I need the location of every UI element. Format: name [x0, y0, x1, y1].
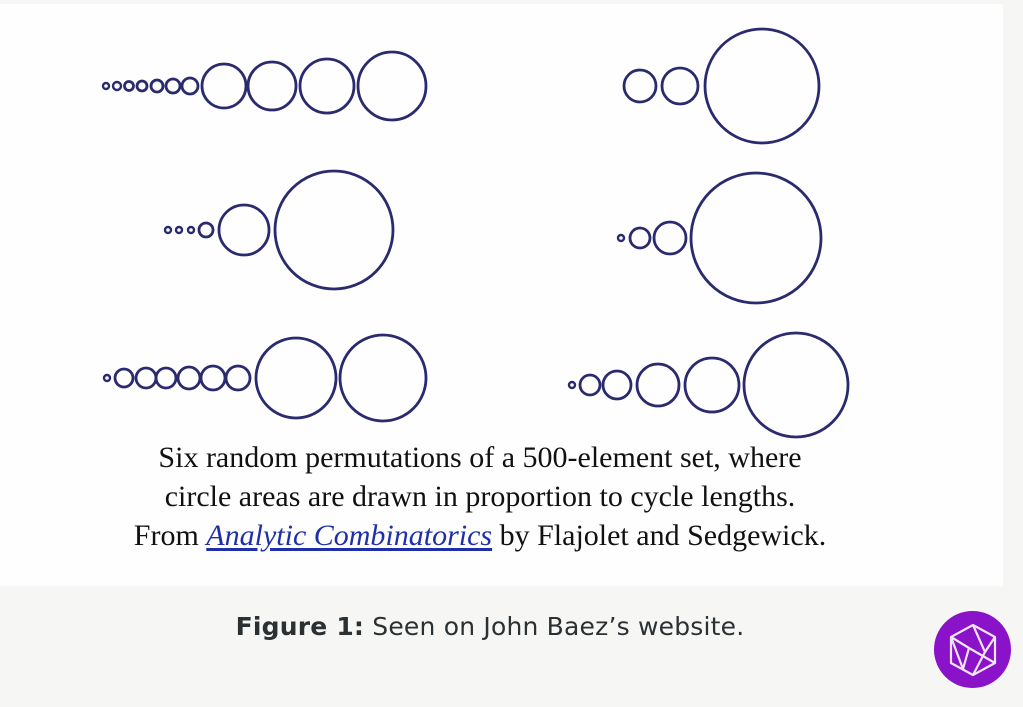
cycle-circle — [601, 369, 633, 401]
cycle-circle — [224, 364, 252, 392]
permutation-2-left — [163, 169, 395, 291]
figure-panel — [0, 4, 1003, 586]
cycle-circle — [246, 60, 298, 112]
cycle-circle — [578, 373, 602, 397]
cycle-circle — [154, 366, 178, 390]
permutation-1-left — [101, 50, 428, 122]
permutation-3-left — [102, 333, 428, 423]
cycle-circle — [254, 336, 338, 420]
cycle-circle — [186, 225, 196, 235]
cycle-circle — [683, 356, 741, 414]
cycle-circle — [199, 364, 227, 392]
cycle-circle — [273, 169, 395, 291]
cycle-circle — [628, 226, 652, 250]
hexagon-cube-logo-icon — [949, 623, 996, 676]
cycle-circle — [176, 365, 202, 391]
cycle-circle — [135, 79, 149, 93]
cycle-circle — [660, 66, 700, 106]
cycle-circle — [652, 220, 688, 256]
cycle-circle — [102, 373, 112, 383]
permutation-2-right — [616, 171, 823, 305]
cycle-circle — [174, 225, 184, 235]
cycle-circle — [742, 331, 850, 439]
cycle-circle — [164, 77, 182, 95]
cycle-circle — [616, 233, 626, 243]
figure-caption: Six random permutations of a 500-element… — [0, 438, 960, 555]
cycle-circle — [163, 225, 173, 235]
cycle-circle — [567, 380, 577, 390]
cycle-circle — [123, 80, 135, 92]
cycle-circle — [111, 80, 123, 92]
brand-logo[interactable] — [934, 611, 1011, 688]
figure-number: Figure 1: — [235, 612, 365, 641]
cycle-circle — [622, 68, 658, 104]
caption-line-1: Six random permutations of a 500-element… — [158, 441, 802, 474]
cycle-circle — [689, 171, 823, 305]
cycle-circle — [338, 333, 428, 423]
cycle-circle — [149, 78, 165, 94]
permutation-cycle-diagram — [101, 27, 850, 439]
analytic-combinatorics-link[interactable]: Analytic Combinatorics — [206, 519, 493, 552]
cycle-circle — [197, 221, 215, 239]
cycle-circle — [217, 203, 271, 257]
cycle-circle — [200, 62, 248, 110]
caption-prefix: From — [133, 519, 207, 552]
cycle-circle — [635, 362, 681, 408]
caption-line-2: circle areas are drawn in proportion to … — [164, 480, 796, 513]
figure-label: Figure 1: Seen on John Baez’s website. — [0, 612, 980, 641]
cycle-circle — [703, 27, 821, 145]
permutation-1-right — [622, 27, 821, 145]
cycle-circle — [101, 81, 111, 91]
figure-label-text: Seen on John Baez’s website. — [364, 612, 745, 641]
permutation-3-right — [567, 331, 850, 439]
cycle-circle — [356, 50, 428, 122]
cycle-circle — [113, 367, 135, 389]
cycle-circle — [298, 57, 356, 115]
cycle-circle — [180, 76, 200, 96]
caption-line-3: From Analytic Combinatorics by Flajolet … — [0, 516, 960, 555]
cycle-circle — [134, 366, 158, 390]
caption-suffix: by Flajolet and Sedgewick. — [492, 519, 827, 552]
